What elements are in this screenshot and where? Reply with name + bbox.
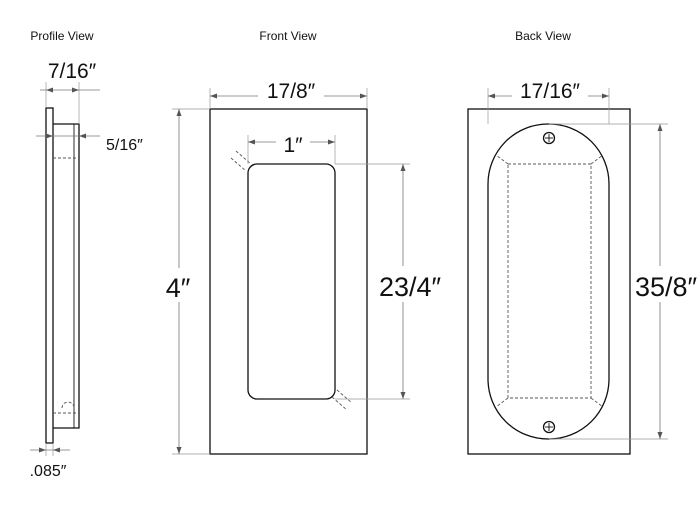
back-hidden-corner-tl <box>495 154 509 165</box>
back-view-title: Back View <box>515 29 571 43</box>
front-pocket-height-arrow-top <box>400 164 406 171</box>
front-pocket-width-label-bg <box>276 124 310 150</box>
front-width-arrow-right <box>360 93 367 99</box>
front-pocket-outline <box>247 163 336 400</box>
front-pocket-width-label: 1″ <box>283 134 303 157</box>
back-hidden-corner-bl <box>495 397 509 408</box>
front-hidden-screw-bottom-2 <box>336 389 353 404</box>
front-width-label-bg <box>258 72 324 100</box>
profile-plate-offset-arrow-right <box>79 133 86 139</box>
profile-view: 7/16″ 5/16″ .085″ <box>30 60 144 480</box>
profile-thickness-arrow-right <box>72 87 79 93</box>
back-height-label-bg <box>636 266 698 302</box>
back-height-label: 35/8″ <box>635 272 698 302</box>
front-height-label: 4″ <box>166 273 191 303</box>
front-plate-outline <box>209 108 368 455</box>
back-hidden-corner-tr <box>590 154 604 165</box>
profile-hidden-screw <box>61 401 75 409</box>
profile-view-title: Profile View <box>30 29 93 43</box>
back-width-label-bg <box>512 72 588 100</box>
front-view: 17/8″ 1″ 4″ 23/4″ <box>160 72 444 455</box>
back-width-label: 17/16″ <box>520 80 581 103</box>
profile-plate-offset-label: 5/16″ <box>106 137 143 154</box>
back-view: 17/16″ 35/8″ <box>467 72 698 455</box>
back-width-arrow-right <box>602 93 609 99</box>
profile-thickness-label: 7/16″ <box>48 60 97 83</box>
back-hidden-corner-br <box>590 397 604 408</box>
back-screw-bottom-icon <box>542 420 556 434</box>
front-view-title: Front View <box>259 29 316 43</box>
front-hidden-screw-top-1 <box>230 157 247 172</box>
back-width-arrow-left <box>488 93 495 99</box>
front-width-label: 17/8″ <box>267 80 316 103</box>
profile-pocket-body <box>53 123 80 429</box>
back-screw-top-icon <box>542 131 556 145</box>
back-plate-outline <box>467 108 631 455</box>
front-pocket-height-label-bg <box>376 266 444 302</box>
profile-plate-offset-arrow-left <box>46 133 53 139</box>
front-pocket-height-label: 23/4″ <box>379 272 442 302</box>
back-height-arrow-bottom <box>657 432 663 439</box>
front-hidden-screw-top-2 <box>235 150 252 165</box>
front-pocket-width-arrow-right <box>328 139 335 145</box>
profile-plate-thickness-arrow-left <box>39 447 46 453</box>
profile-plate-thickness-label: .085″ <box>30 463 67 480</box>
front-width-arrow-left <box>210 93 217 99</box>
profile-plate-thickness-arrow-right <box>53 447 60 453</box>
profile-face-plate <box>45 107 54 444</box>
front-hidden-screw-bottom-1 <box>331 396 348 411</box>
profile-thickness-arrow-left <box>46 87 53 93</box>
front-pocket-width-arrow-left <box>248 139 255 145</box>
back-hidden-pocket <box>507 163 592 399</box>
front-pocket-height-arrow-bottom <box>400 392 406 399</box>
back-oval-outline <box>487 123 610 440</box>
back-height-arrow-top <box>657 124 663 131</box>
front-height-label-bg <box>160 268 196 302</box>
front-height-arrow-bottom <box>176 447 182 454</box>
front-height-arrow-top <box>176 109 182 116</box>
